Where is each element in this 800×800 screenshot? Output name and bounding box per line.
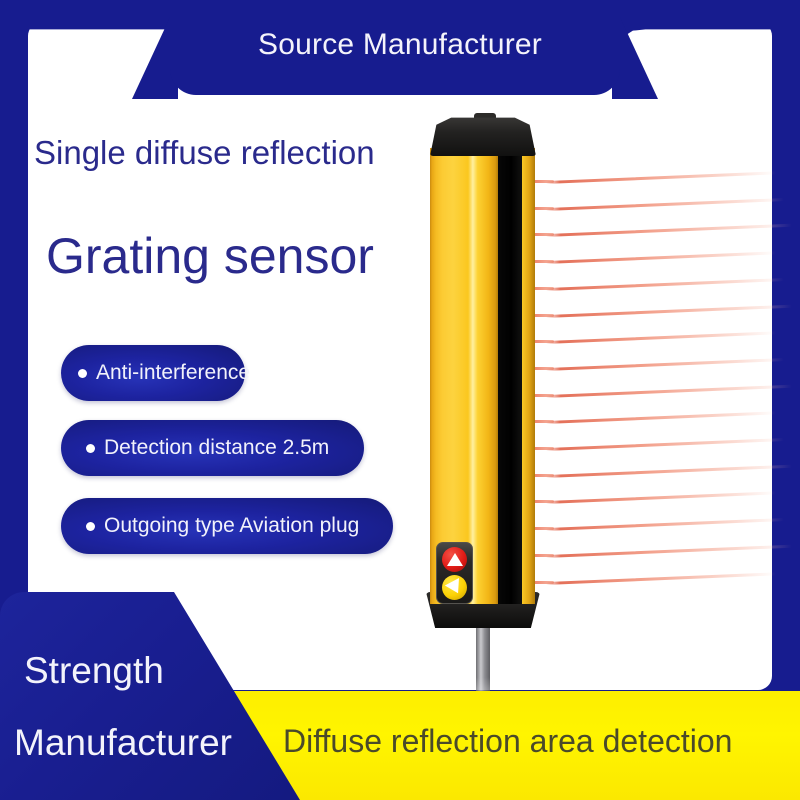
feature-pill-aviation-plug[interactable]: Outgoing type Aviation plug [61,498,393,554]
footer-caption: Diffuse reflection area detection [283,723,733,759]
laser-beam [545,491,776,505]
feature-pill-label: Outgoing type Aviation plug [104,514,360,537]
feature-pill-detection-distance[interactable]: Detection distance 2.5m [61,420,364,476]
ribbon-tab [170,0,620,95]
laser-beam-emitter [520,286,554,290]
ribbon-title: Source Manufacturer [258,28,542,61]
product-image-grating-sensor [420,108,580,730]
corner-text-line-1: Strength [24,650,164,691]
headline-title: Grating sensor [46,228,374,284]
bullet-dot-icon [78,368,87,378]
laser-beam-emitter [520,206,554,210]
red-status-led [442,547,467,572]
bullet-dot-icon [86,521,95,531]
laser-beam-emitter [520,473,554,477]
laser-beam-emitter [520,340,554,344]
laser-beam [545,544,792,558]
laser-beam-emitter [520,527,554,531]
laser-beam [545,357,784,371]
triangle-down-icon [444,578,465,597]
bullet-dot-icon [86,443,95,453]
laser-beam [545,411,776,425]
laser-beam [545,197,784,211]
laser-beam [545,277,784,291]
amber-status-led [442,575,467,600]
sensor-top-cap [430,117,536,156]
laser-beam [545,224,792,238]
laser-beam-emitter [520,180,554,183]
sensor-body-side [522,148,535,604]
laser-beam-emitter [520,233,554,237]
corner-text-line-2: Manufacturer [14,722,232,763]
laser-beam-emitter [520,500,554,504]
triangle-up-icon [446,553,463,566]
laser-beam [545,331,776,345]
laser-beam [545,171,776,184]
feature-pill-label: Detection distance 2.5m [104,436,330,459]
sensor-indicator-panel [436,542,473,604]
laser-beam-emitter [520,366,554,370]
laser-beam [545,438,784,451]
laser-beam [545,518,784,532]
laser-beam-group [520,100,800,620]
laser-beam [545,571,776,585]
laser-beam [545,464,792,478]
laser-beam-emitter [520,313,554,317]
laser-beam-emitter [520,393,554,397]
laser-beam [545,251,776,265]
laser-beam [545,384,792,398]
headline-subtitle: Single diffuse reflection [34,134,375,171]
laser-beam [545,304,792,318]
laser-beam-emitter [520,420,554,424]
feature-pill-label: Anti-interference [96,361,251,384]
laser-beam-emitter [520,447,554,450]
feature-pill-anti-interference[interactable]: Anti-interference [61,345,250,401]
laser-beam-emitter [520,260,554,264]
sensor-emitter-channel [498,148,522,604]
sensor-body-front [430,148,498,604]
laser-beam-emitter [520,580,554,584]
laser-beam-emitter [520,553,554,557]
